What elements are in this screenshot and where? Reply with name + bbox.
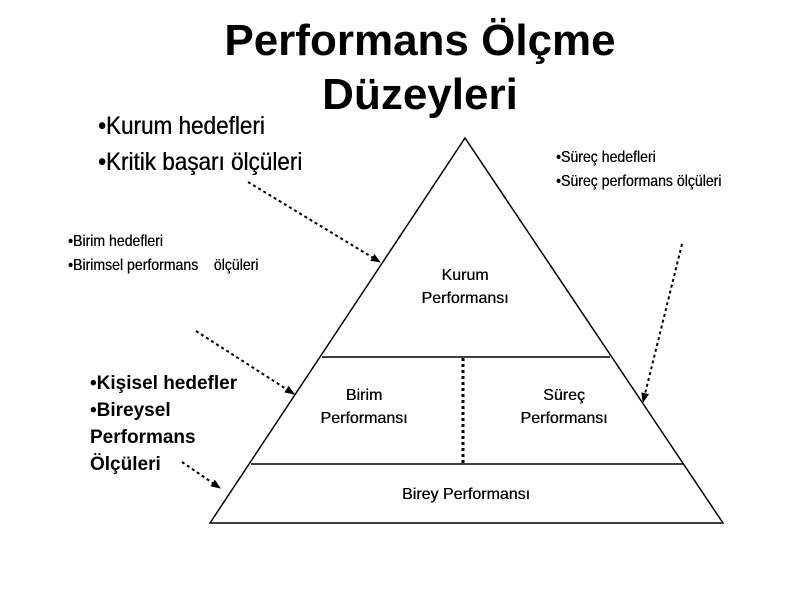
arrow-kurum xyxy=(247,181,381,263)
kurum-performance-label: Kurum Performansı xyxy=(395,264,535,310)
surec-label-line-2: Performansı xyxy=(520,410,608,427)
kisisel-bullet-list: •Kişisel hedefler •Bireysel Performans Ö… xyxy=(90,370,237,478)
page-title-line-2: Düzeyleri xyxy=(322,70,518,119)
surec-bullet-list: •Süreç hedefleri •Süreç performans ölçül… xyxy=(556,146,721,194)
surec-bullet-2: •Süreç performans ölçüleri xyxy=(556,173,722,190)
kisisel-bullet-3: Performans xyxy=(90,427,196,448)
kisisel-bullet-4: Ölçüleri xyxy=(90,454,161,475)
kurum-label-line-2: Performansı xyxy=(421,290,509,307)
arrow-birey xyxy=(181,461,221,489)
birim-bullet-1: •Birim hedefleri xyxy=(68,233,163,250)
page-title-line-1: Performans Ölçme xyxy=(224,16,616,65)
arrow-surec xyxy=(641,243,683,403)
surec-performance-label: Süreç Performansı xyxy=(494,384,634,430)
birim-performance-label: Birim Performansı xyxy=(294,384,434,430)
surec-label-line-1: Süreç xyxy=(543,387,585,404)
kurum-bullet-1: •Kurum hedefleri xyxy=(98,112,265,140)
kisisel-bullet-1: •Kişisel hedefler xyxy=(90,373,238,394)
page-title: Performans Ölçme Düzeyleri xyxy=(160,14,680,122)
birim-label-line-1: Birim xyxy=(345,387,383,404)
kurum-bullet-list: •Kurum hedefleri •Kritik başarı ölçüleri xyxy=(98,108,302,180)
birim-bullet-2: •Birimsel performans ölçüleri xyxy=(68,257,259,274)
birey-performance-label: Birey Performansı xyxy=(401,486,531,503)
pyramid-outline xyxy=(208,136,725,524)
birim-bullet-list: •Birim hedefleri •Birimsel performans öl… xyxy=(68,230,258,278)
kurum-bullet-2: •Kritik başarı ölçüleri xyxy=(98,148,303,176)
arrow-birim xyxy=(195,330,295,395)
surec-bullet-1: •Süreç hedefleri xyxy=(556,149,656,166)
kisisel-bullet-2: •Bireysel xyxy=(90,400,171,421)
birim-label-line-2: Performansı xyxy=(320,410,408,427)
kurum-label-line-1: Kurum xyxy=(441,267,489,284)
